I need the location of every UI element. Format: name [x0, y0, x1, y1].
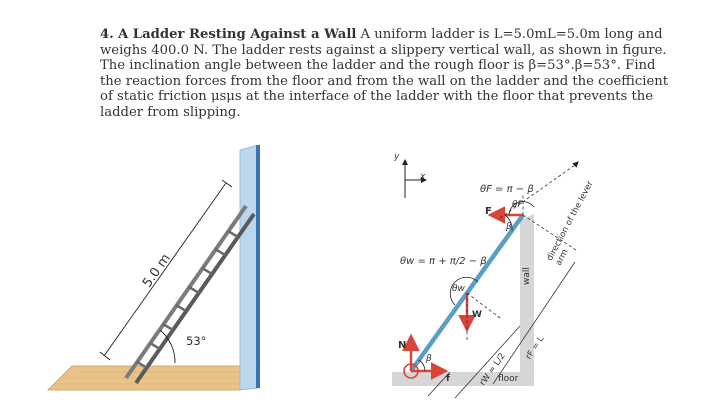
problem-title: A Ladder Resting Against a Wall [117, 27, 357, 42]
beta-top-label: β [506, 222, 512, 232]
problem-number: 4. [100, 27, 114, 42]
lever-arm-dashes [466, 164, 577, 340]
problem-statement: 4. A Ladder Resting Against a Wall A uni… [100, 27, 680, 121]
angle-arc [159, 329, 176, 364]
floor-block [392, 368, 534, 386]
N-label: N [398, 340, 407, 351]
thetaF-equation: θF = π − β [480, 184, 534, 195]
W-label: W [472, 310, 482, 320]
beta-arc-top [504, 214, 513, 232]
floor-label: floor [498, 374, 519, 384]
F-label: F [485, 206, 492, 217]
ladder-rail-back [124, 204, 248, 380]
thetaW-arc [449, 276, 479, 306]
beta-arc-bottom [418, 359, 426, 372]
problem-body: A uniform ladder is L=5.0mL=5.0m long an… [100, 27, 669, 120]
thetaF-arc [508, 201, 535, 216]
f-label: f [446, 374, 450, 384]
lever-arm-brackets [427, 261, 576, 399]
wall-label: wall [522, 267, 532, 285]
axis-y-label: y [394, 152, 400, 162]
ladder-rail-front [134, 212, 256, 385]
axis-x-label: x [420, 172, 426, 182]
length-dimension [103, 182, 227, 357]
thetaW-small-label: θw [452, 284, 465, 294]
beta-bottom-label: β [426, 354, 432, 364]
thetaF-small-label: θF [512, 200, 523, 210]
thetaW-equation: θw = π + π/2 − β [400, 256, 487, 267]
ladder-rungs [136, 229, 239, 370]
wall-block [520, 214, 534, 372]
angle-label: 53° [186, 334, 207, 348]
